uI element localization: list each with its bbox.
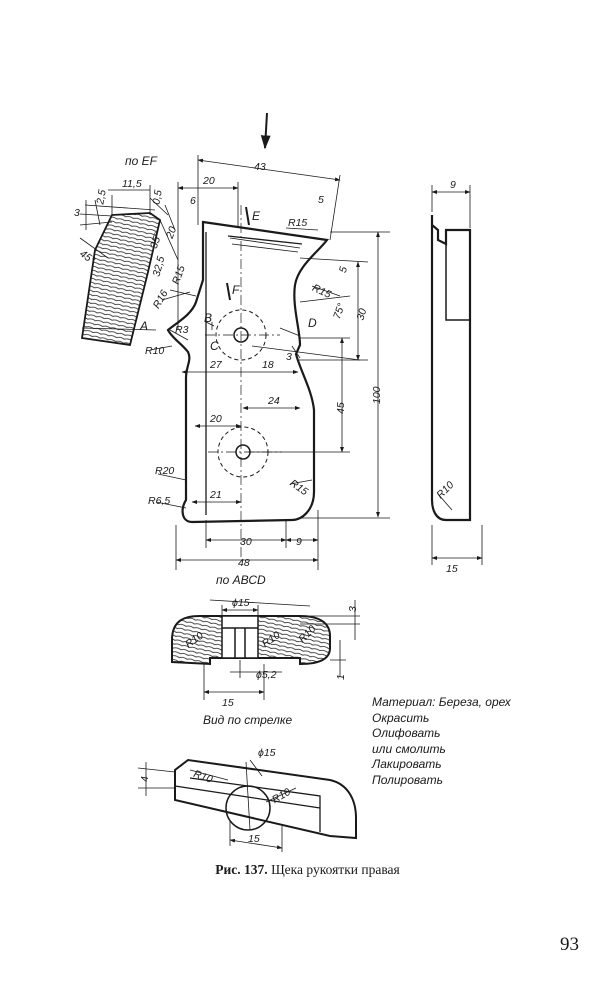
dim-1-abcd: 1 bbox=[335, 674, 347, 680]
section-ef-view bbox=[79, 185, 179, 347]
material-line: Окрасить bbox=[372, 710, 430, 725]
point-f: F bbox=[232, 283, 240, 297]
radius-r20: R20 bbox=[155, 465, 174, 477]
dim-3-abcd: 3 bbox=[347, 606, 359, 612]
dim-100: 100 bbox=[371, 386, 383, 404]
dim-15-side: 15 bbox=[446, 563, 458, 575]
radius-r15-bottom: R15 bbox=[287, 477, 310, 498]
dim-20-mid: 20 bbox=[209, 413, 222, 425]
top-hatch bbox=[229, 237, 301, 253]
dim-5-right: 5 bbox=[337, 265, 350, 274]
dim-20-ef: 20 bbox=[164, 225, 180, 241]
label-section-ef: по EF bbox=[125, 154, 158, 168]
radius-r6-5: R6,5 bbox=[148, 495, 170, 507]
section-abcd-view bbox=[171, 599, 360, 700]
material-line: или смолить bbox=[372, 741, 446, 756]
side-outline bbox=[430, 215, 472, 522]
side-inner bbox=[445, 244, 470, 321]
dim-27: 27 bbox=[209, 359, 223, 371]
material-line: Лакировать bbox=[372, 757, 442, 771]
material-notes: Материал: Береза, орех Окрасить Олифоват… bbox=[372, 695, 572, 788]
dim-21: 21 bbox=[209, 489, 222, 501]
side-view bbox=[430, 185, 483, 565]
section-ef-body bbox=[80, 212, 162, 347]
dim-75-deg: 75° bbox=[331, 302, 348, 321]
material-line: Олифовать bbox=[372, 726, 441, 740]
radius-r15-left: R15 bbox=[170, 264, 188, 286]
dimension-lines bbox=[149, 155, 390, 570]
caption-label: Рис. 137. bbox=[215, 862, 268, 877]
point-a: A bbox=[139, 319, 148, 333]
side-dims bbox=[431, 185, 483, 565]
radius-r16: R16 bbox=[151, 288, 171, 311]
grip-outline bbox=[166, 220, 329, 524]
dim-32-5: 32,5 bbox=[151, 255, 168, 278]
radius-r10-arrow-left: R10 bbox=[192, 768, 214, 786]
inner-step bbox=[205, 232, 303, 515]
arrow-view bbox=[137, 758, 357, 852]
dim-2-5: 2,5 bbox=[94, 189, 109, 207]
label-section-abcd: по АВСD bbox=[216, 573, 266, 587]
dim-24: 24 bbox=[267, 395, 280, 407]
dim-3-ef: 3 bbox=[74, 207, 80, 219]
caption-title: Щека рукоятки правая bbox=[271, 862, 400, 877]
dim-0-5: 0,5 bbox=[150, 189, 164, 206]
dim-9-side: 9 bbox=[450, 179, 456, 191]
dim-5-top: 5 bbox=[318, 194, 324, 206]
dim-30-right: 30 bbox=[355, 307, 370, 322]
main-view bbox=[149, 112, 390, 570]
dim-48: 48 bbox=[238, 557, 250, 569]
center-lines bbox=[205, 205, 282, 560]
arrow-view-hole bbox=[225, 785, 271, 831]
dim-30-bottom: 30 bbox=[240, 536, 252, 548]
section-ef-dims bbox=[79, 185, 179, 331]
section-abcd-bore bbox=[221, 615, 259, 659]
dim-6: 6 bbox=[190, 195, 196, 207]
dim-phi5-2: ϕ5,2 bbox=[256, 669, 277, 681]
dim-45: 45 bbox=[335, 402, 347, 414]
point-c: C bbox=[210, 339, 219, 353]
material-line: Полировать bbox=[372, 772, 443, 787]
page-number: 93 bbox=[560, 934, 579, 955]
dim-35-deg: 35° bbox=[148, 231, 165, 250]
label-arrow-view: Вид по стрелке bbox=[203, 713, 293, 727]
dim-20-top: 20 bbox=[202, 175, 215, 187]
point-e: E bbox=[252, 209, 261, 223]
view-arrow bbox=[260, 112, 271, 150]
arrow-view-outline bbox=[174, 758, 357, 840]
dim-11-5: 11,5 bbox=[122, 178, 142, 190]
dim-15-arrow-view: 15 bbox=[248, 833, 260, 845]
point-d: D bbox=[308, 316, 317, 330]
figure-caption: Рис. 137. Щека рукоятки правая bbox=[0, 862, 615, 878]
radius-r10-main: R10 bbox=[145, 345, 164, 357]
dim-3-main: 3 bbox=[286, 351, 292, 363]
section-abcd-dims bbox=[203, 599, 360, 700]
dim-phi15-arrow-view: ϕ15 bbox=[258, 747, 276, 759]
material-line: Материал: Береза, орех bbox=[372, 695, 511, 709]
radius-r3: R3 bbox=[175, 324, 189, 336]
dim-4: 4 bbox=[139, 776, 151, 782]
dim-43: 43 bbox=[254, 161, 266, 173]
point-b: B bbox=[204, 311, 212, 325]
radius-r15-top: R15 bbox=[288, 217, 307, 229]
dim-15-abcd: 15 bbox=[222, 697, 234, 709]
dim-phi15-abcd: ϕ15 bbox=[232, 597, 250, 609]
dim-18: 18 bbox=[262, 359, 274, 371]
dim-9-bottom: 9 bbox=[296, 536, 302, 548]
radius-r10-side: R10 bbox=[434, 479, 456, 501]
